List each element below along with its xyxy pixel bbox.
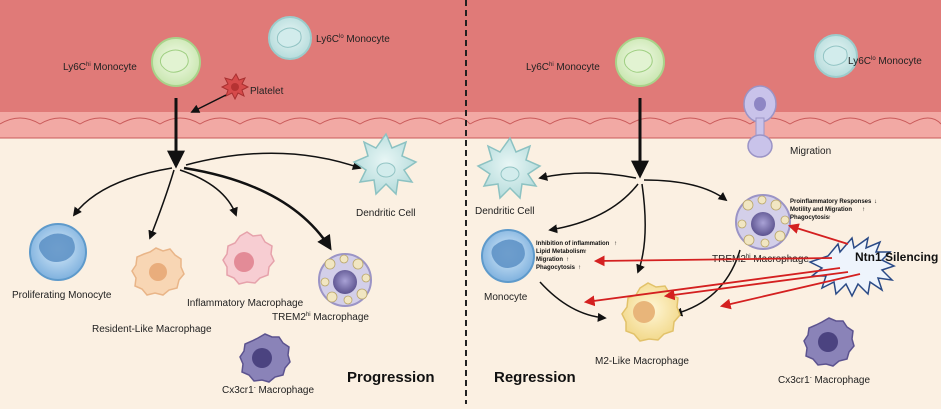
platelet-arrow	[190, 94, 227, 113]
ly6c-lo-monocyte-cell-right	[814, 34, 858, 78]
dendritic-label-right: Dendritic Cell	[475, 206, 534, 217]
branch-arrows-right	[538, 172, 741, 322]
mono-effect-2: Lipid Metabolism	[536, 249, 585, 255]
platelet-cell	[220, 73, 250, 101]
ly6c-lo-monocyte-cell-left	[268, 16, 312, 60]
monocyte-label-right: Monocyte	[484, 292, 528, 303]
ntn1-label: Ntn1 Silencing	[855, 250, 938, 264]
platelet-label: Platelet	[250, 86, 284, 97]
mono-effect-3: Migration	[536, 257, 563, 263]
ly6c-hi-monocyte-cell-left	[151, 37, 201, 87]
mono-effect-arrow-4: ↑	[578, 265, 581, 271]
cx3cr1-label-right: Cx3cr1- Macrophage	[778, 375, 870, 386]
ntn1-red-arrows	[583, 223, 861, 310]
migrating-monocyte-cell	[743, 85, 777, 158]
ly6c-hi-label-right: Ly6Chi Monocyte	[526, 62, 600, 73]
proliferating-monocyte-cell	[29, 223, 87, 281]
ly6c-lo-label-right: Ly6Clo Monocyte	[848, 56, 922, 67]
trem2-effect-arrow-2: ↑	[862, 207, 865, 213]
trem2-label-left: TREM2hi Macrophage	[272, 312, 369, 323]
trem2-effect-2: Motility and Migration	[790, 207, 852, 213]
cx3cr1-macrophage-cell-right	[803, 317, 855, 367]
monocyte-cell-right	[481, 229, 535, 283]
mono-effect-arrow-1: ↑	[614, 241, 617, 247]
dendritic-label-left: Dendritic Cell	[356, 208, 415, 219]
trem2-effect-1: Proinflammatory Responses	[790, 199, 872, 205]
ly6c-hi-label-left: Ly6Chi Monocyte	[63, 62, 137, 73]
inflammatory-macrophage-cell	[222, 231, 275, 285]
resident-label: Resident-Like Macrophage	[92, 324, 212, 335]
proliferating-label: Proliferating Monocyte	[12, 290, 112, 301]
cx3cr1-macrophage-cell-left	[239, 333, 291, 383]
cx3cr1-label-left: Cx3cr1- Macrophage	[222, 385, 314, 396]
trem2-effect-3: Phagocytosis	[790, 215, 830, 221]
trem2-effect-arrow-1: ↓	[874, 199, 877, 205]
trem2-macrophage-cell-left	[318, 253, 372, 307]
trem2-macrophage-cell-right	[735, 194, 791, 250]
ly6c-lo-label-left: Ly6Clo Monocyte	[316, 34, 390, 45]
regression-title: Regression	[494, 369, 576, 386]
inflammatory-label: Inflammatory Macrophage	[187, 298, 304, 309]
mono-effect-1: Inhibition of inflammation	[536, 241, 610, 247]
trem2-effect-arrow-3: ↑	[828, 215, 831, 221]
monocyte-effects-list: Inhibition of inflammation Lipid Metabol…	[536, 241, 617, 271]
trem2-effects-list: Proinflammatory Responses Motility and M…	[790, 199, 877, 221]
resident-macrophage-cell	[131, 247, 185, 296]
dendritic-cell-left	[352, 132, 418, 196]
m2-macrophage-cell	[621, 282, 681, 342]
ly6c-hi-monocyte-cell-right	[615, 37, 665, 87]
dendritic-cell-right	[476, 136, 542, 200]
migration-label: Migration	[790, 146, 831, 157]
mono-effect-4: Phagocytosis	[536, 265, 576, 271]
branch-arrows-left	[72, 152, 362, 251]
blood-vessel	[0, 0, 941, 128]
mono-effect-arrow-3: ↑	[566, 257, 569, 263]
mono-effect-arrow-2: ↑	[584, 249, 587, 255]
ntn1-silencing-burst	[808, 236, 896, 298]
m2-label: M2-Like Macrophage	[595, 356, 689, 367]
progression-title: Progression	[347, 369, 435, 386]
endothelium-layer	[0, 112, 941, 139]
